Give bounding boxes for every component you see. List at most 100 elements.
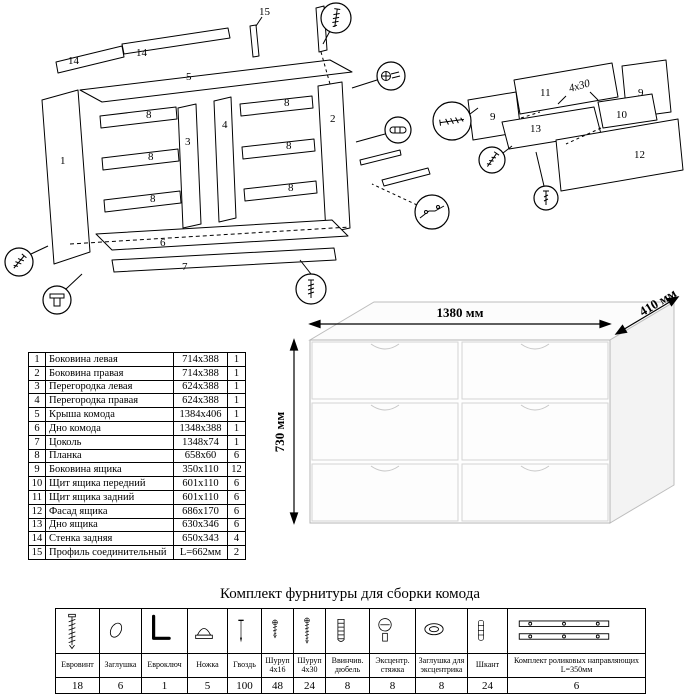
part-number: 13	[28, 517, 46, 533]
height-dimension: 730 мм	[272, 412, 287, 453]
part-name: Дно комода	[45, 420, 174, 436]
dowel-callout	[355, 116, 412, 144]
part-label-1: 1	[60, 155, 66, 167]
part-number: 4	[28, 393, 46, 409]
screw-callout	[432, 101, 479, 141]
cap-icon	[109, 622, 123, 638]
part-qty: 6	[227, 476, 246, 491]
part-label-8: 8	[146, 109, 152, 121]
back-panel	[121, 27, 231, 55]
part-label-13: 13	[530, 123, 542, 135]
cam-cap-icon	[424, 623, 444, 636]
part-size: 601x110	[173, 489, 228, 505]
divider-right	[213, 96, 237, 223]
part-label-8: 8	[288, 182, 294, 194]
part-name: Перегородка правая	[45, 393, 174, 409]
kit-item-qty: 18	[55, 677, 100, 694]
part-number: 3	[28, 379, 46, 395]
part-name: Цоколь	[45, 434, 174, 450]
part-size: 686x170	[173, 503, 228, 519]
dimension-lines	[289, 296, 680, 525]
screw-callout	[295, 259, 327, 305]
part-qty: 1	[227, 365, 246, 381]
kit-icon-cam-cap	[415, 608, 468, 654]
part-number: 7	[28, 434, 46, 450]
part-size: 1348x388	[173, 420, 228, 436]
cabinet-exploded-view	[41, 5, 431, 273]
kit-icon-dowel	[467, 608, 508, 654]
part-number: 12	[28, 503, 46, 519]
kit-item-label: Заглушка для эксцентрика	[415, 653, 468, 678]
part-label-15: 15	[259, 6, 271, 18]
drawer-front	[597, 93, 658, 129]
left-side-panel	[41, 89, 91, 265]
drawer-fronts	[311, 341, 609, 522]
drawer-hardware-callouts	[432, 101, 559, 211]
screw-callout	[320, 2, 352, 45]
part-size: 630x346	[173, 517, 228, 533]
part-label-5: 5	[186, 71, 192, 83]
width-dimension: 1380 мм	[437, 305, 484, 320]
part-qty: 1	[227, 352, 246, 367]
rail	[243, 180, 318, 202]
kit-item-qty: 5	[187, 677, 228, 694]
part-label-8: 8	[284, 97, 290, 109]
part-size: 1384x406	[173, 407, 228, 422]
hexkey-icon	[152, 614, 171, 640]
cabinet-part-labels: 14 14 15 5 1 3 4 2 8 8 8 8 8 8 6 7	[60, 6, 336, 273]
part-qty: 4	[227, 531, 246, 547]
kit-item-label: Евроключ	[141, 653, 188, 678]
kit-icon-screw-4x16	[261, 608, 294, 654]
euroscrew-icon	[68, 613, 76, 650]
part-name: Дно ящика	[45, 517, 174, 533]
part-qty: 1	[227, 420, 246, 436]
drawer-handles	[370, 343, 550, 472]
kit-label-row: Евровинт Заглушка Евроключ Ножка Гвоздь …	[55, 653, 646, 678]
kit-item-qty: 1	[141, 677, 188, 694]
kit-icon-screw-dowel	[325, 608, 370, 654]
drawer-slide	[359, 149, 402, 166]
kit-item-label: Шкант	[467, 653, 508, 678]
kit-item-label: Шуруп 4x30	[293, 653, 326, 678]
kit-item-label: Эксцентр. стяжка	[369, 653, 416, 678]
part-qty: 6	[227, 517, 246, 533]
part-number: 2	[28, 365, 46, 381]
dowel-icon	[478, 619, 484, 641]
kit-icon-leg	[187, 608, 228, 654]
part-label-12: 12	[634, 149, 645, 161]
kit-item-qty: 8	[325, 677, 370, 694]
part-size: 714x388	[173, 365, 228, 381]
part-name: Щит ящика задний	[45, 489, 174, 505]
part-number: 6	[28, 420, 46, 436]
part-label-14: 14	[68, 55, 80, 67]
slide-bracket-callout	[371, 183, 450, 230]
part-size: 601x110	[173, 476, 228, 491]
part-size: 650x343	[173, 531, 228, 547]
part-label-7: 7	[182, 261, 188, 273]
drawer-back	[513, 62, 619, 115]
kit-title: Комплект фурнитуры для сборки комода	[219, 586, 480, 602]
kit-item-label: Шуруп 4x16	[261, 653, 294, 678]
part-label-8: 8	[148, 151, 154, 163]
part-number: 8	[28, 448, 46, 464]
kit-item-label: Ввинчив. дюбель	[325, 653, 370, 678]
kit-item-qty: 48	[261, 677, 294, 694]
part-qty: 6	[227, 489, 246, 505]
bottom-panel	[95, 219, 349, 251]
part-size: 1348x74	[173, 434, 228, 450]
part-label-4: 4	[222, 119, 228, 131]
rail	[103, 190, 182, 213]
part-size: 624x388	[173, 379, 228, 395]
part-name: Планка	[45, 448, 174, 464]
